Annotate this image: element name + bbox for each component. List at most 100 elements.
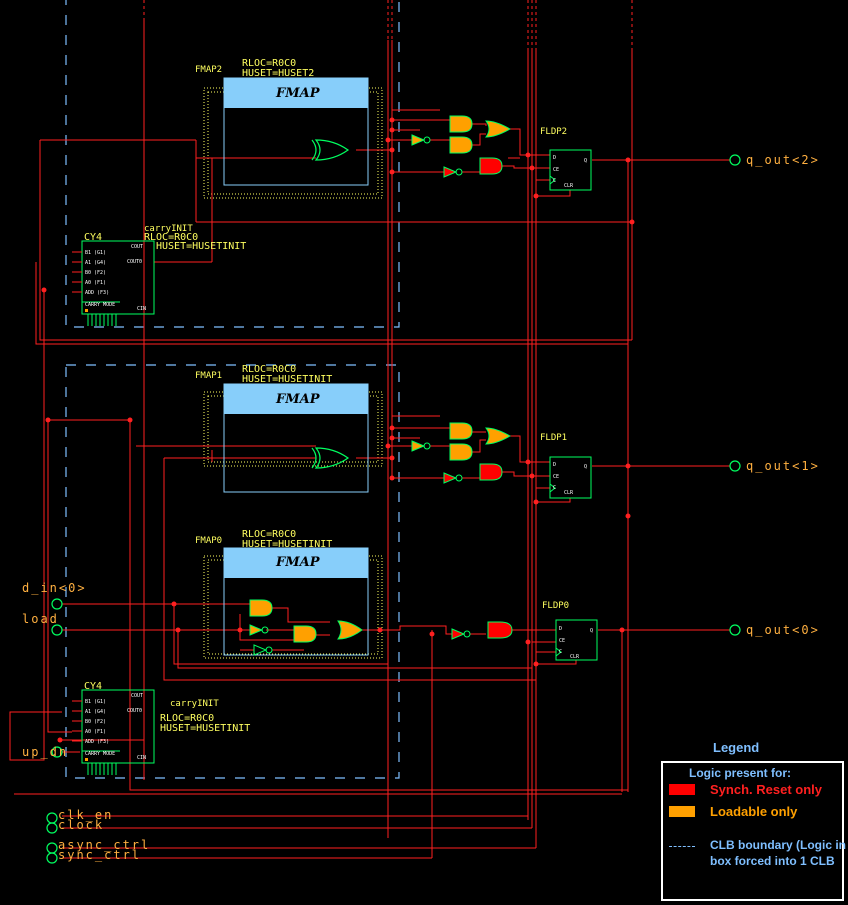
- flipflop-1[interactable]: [549, 456, 592, 499]
- ff0-pin-c: C: [559, 649, 562, 655]
- legend-clb-label: CLB boundary (Logic in box forced into 1…: [710, 838, 846, 868]
- carry-top-name: CY4: [84, 232, 102, 243]
- carry-bottom-rloc: RLOC=R0C0: [160, 713, 214, 724]
- ff2-pin-c: C: [553, 178, 556, 184]
- legend-loadable-swatch: [669, 806, 695, 817]
- port-q0-icon: [729, 624, 741, 636]
- fmap-1-title: FMAP: [275, 392, 321, 407]
- port-circles: [46, 154, 741, 864]
- fmap-2-title: FMAP: [275, 86, 321, 101]
- clb-boundaries: [65, 0, 400, 779]
- port-clock-icon: [46, 822, 58, 834]
- fmap-0-rloc: RLOC=R0C0: [242, 529, 296, 540]
- svg-text:CIN: CIN: [137, 755, 146, 761]
- ff2-pin-clr: CLR: [564, 183, 574, 189]
- fmap-2-rloc: RLOC=R0C0: [242, 58, 296, 69]
- ff0-pin-q: Q: [590, 628, 593, 634]
- svg-text:A1 (G4): A1 (G4): [85, 260, 106, 266]
- svg-text:ADD (F3): ADD (F3): [85, 290, 109, 296]
- ff1-pin-clr: CLR: [564, 490, 574, 496]
- fmap-0[interactable]: [223, 547, 369, 656]
- port-din-icon: [51, 598, 63, 610]
- inverters: [249, 134, 471, 656]
- fmap-1[interactable]: [223, 383, 369, 493]
- svg-text:B1 (G1): B1 (G1): [85, 699, 106, 705]
- fmap-2-name: FMAP2: [195, 65, 222, 75]
- fmap-1-hset: HUSET=HUSETINIT: [242, 374, 332, 385]
- port-sync-label: sync_ctrl: [58, 848, 141, 862]
- legend-reset-label: Synch. Reset only: [710, 782, 822, 797]
- port-updn-icon: [51, 746, 63, 758]
- port-din-label: d_in<0>: [22, 581, 87, 595]
- ff0-pin-d: D: [559, 626, 562, 632]
- port-q2-icon: [729, 154, 741, 166]
- legend-subtitle: Logic present for:: [689, 766, 792, 780]
- ff1-pin-q: Q: [584, 464, 587, 470]
- svg-text:COUT: COUT: [131, 244, 143, 250]
- svg-text:CARRY MODE: CARRY MODE: [85, 751, 115, 757]
- flipflop-0-name: FLDP0: [542, 601, 569, 611]
- ff1-pin-c: C: [553, 485, 556, 491]
- ff0-pin-ce: CE: [559, 638, 565, 644]
- carry-bottom-init: carryINIT: [170, 699, 219, 709]
- port-load-icon: [51, 624, 63, 636]
- ff1-pin-ce: CE: [553, 474, 559, 480]
- port-clken-icon: [46, 812, 58, 824]
- carry-bottom-name: CY4: [84, 681, 102, 692]
- port-load-label: load: [22, 612, 59, 626]
- svg-text:A1 (G4): A1 (G4): [85, 709, 106, 715]
- wires: [9, 0, 730, 859]
- legend-loadable-label: Loadable only: [710, 804, 798, 819]
- svg-text:COUT0: COUT0: [127, 259, 142, 265]
- port-sync-icon: [46, 852, 58, 864]
- carry-block-bottom[interactable]: [81, 689, 155, 775]
- clb-boundary-top: [65, 0, 400, 328]
- ff2-pin-q: Q: [584, 158, 587, 164]
- svg-text:B1 (G1): B1 (G1): [85, 250, 106, 256]
- legend-title: Legend: [713, 740, 760, 755]
- port-async-label: async_ctrl: [58, 838, 150, 852]
- loadable-gates: [249, 115, 512, 643]
- port-async-icon: [46, 842, 58, 854]
- fmap-0-hset: HUSET=HUSETINIT: [242, 539, 332, 550]
- svg-text:B0 (F2): B0 (F2): [85, 719, 106, 725]
- ff2-pin-d: D: [553, 155, 556, 161]
- flipflop-2[interactable]: [549, 149, 592, 191]
- svg-text:B0 (F2): B0 (F2): [85, 270, 106, 276]
- carry-top-init: carryINIT: [144, 224, 193, 234]
- port-q0-label: q_out<0>: [746, 623, 820, 637]
- ff1-pin-d: D: [553, 462, 556, 468]
- svg-text:CIN: CIN: [137, 306, 146, 312]
- clb-boundary-bottom: [65, 364, 400, 779]
- legend-reset-swatch: [669, 784, 695, 795]
- fmap-2[interactable]: [223, 77, 369, 186]
- ff2-pin-ce: CE: [553, 167, 559, 173]
- svg-text:CARRY MODE: CARRY MODE: [85, 302, 115, 308]
- ff0-pin-clr: CLR: [570, 654, 580, 660]
- port-updn-label: up_dn: [22, 745, 68, 759]
- port-q2-label: q_out<2>: [746, 153, 820, 167]
- svg-text:COUT0: COUT0: [127, 708, 142, 714]
- port-q1-label: q_out<1>: [746, 459, 820, 473]
- port-q1-icon: [729, 460, 741, 472]
- svg-text:ADD (F3): ADD (F3): [85, 739, 109, 745]
- flipflop-2-name: FLDP2: [540, 127, 567, 137]
- carry-block-top[interactable]: [81, 240, 155, 326]
- svg-text:A0 (F1): A0 (F1): [85, 729, 106, 735]
- flipflop-0[interactable]: [555, 619, 598, 661]
- junctions: [41, 117, 635, 743]
- legend-box: [661, 761, 844, 901]
- carry-top-hset: HUSET=HUSETINIT: [156, 241, 246, 252]
- carry-bottom-hset: HUSET=HUSETINIT: [160, 723, 250, 734]
- carry-pin-stubs: [72, 251, 82, 742]
- carry-top-rloc: RLOC=R0C0: [144, 232, 198, 243]
- svg-text:A0 (F1): A0 (F1): [85, 280, 106, 286]
- fmap-1-name: FMAP1: [195, 371, 222, 381]
- reset-gates: [479, 157, 513, 639]
- flipflop-1-name: FLDP1: [540, 433, 567, 443]
- port-clock-label: clock: [58, 818, 104, 832]
- text-labels: FMAP2 RLOC=R0C0 HUSET=HUSET2 FMAP FMAP1 …: [22, 58, 820, 862]
- legend-clb-dash: [669, 846, 695, 847]
